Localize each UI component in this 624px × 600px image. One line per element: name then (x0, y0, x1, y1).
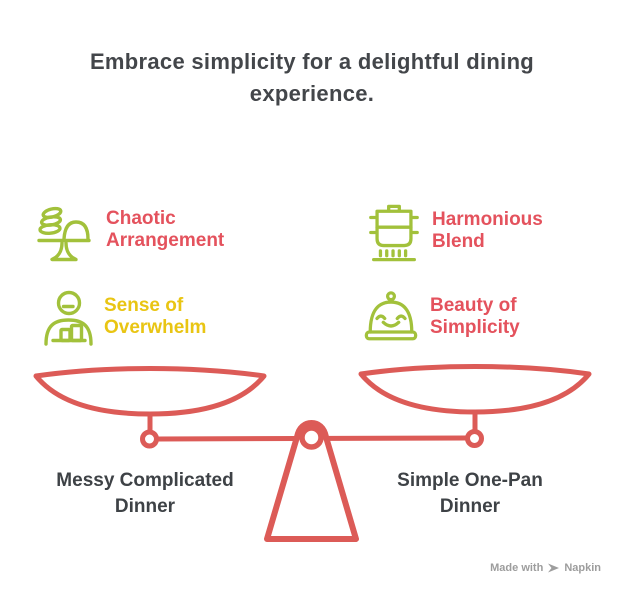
feature-beauty-of-simplicity: Beauty of Simplicity (363, 289, 520, 352)
feature-label: Sense of Overwhelm (104, 295, 207, 338)
steaming-pot-icon (369, 203, 419, 268)
napkin-logo-icon (547, 562, 560, 574)
feature-harmonious-blend: Harmonious Blend (369, 203, 543, 268)
feature-sense-of-overwhelm: Sense of Overwhelm (42, 289, 206, 354)
happy-cloche-icon (363, 289, 419, 352)
watermark-brand: Napkin (564, 562, 601, 574)
feature-label: Harmonious Blend (432, 209, 543, 252)
overwhelmed-person-icon (42, 289, 94, 354)
feature-label: Beauty of Simplicity (430, 295, 520, 338)
watermark-prefix: Made with (490, 562, 544, 574)
right-pan-label: Simple One-Pan Dinner (397, 470, 543, 517)
made-with-napkin-link[interactable]: Made with Napkin (490, 562, 601, 574)
left-pan-label: Messy Complicated Dinner (56, 470, 234, 517)
feature-chaotic-arrangement: Chaotic Arrangement (36, 202, 224, 267)
page-title: Embrace simplicity for a delightful dini… (89, 49, 535, 106)
feature-label: Chaotic Arrangement (106, 208, 225, 251)
cake-stand-icon (36, 202, 92, 267)
